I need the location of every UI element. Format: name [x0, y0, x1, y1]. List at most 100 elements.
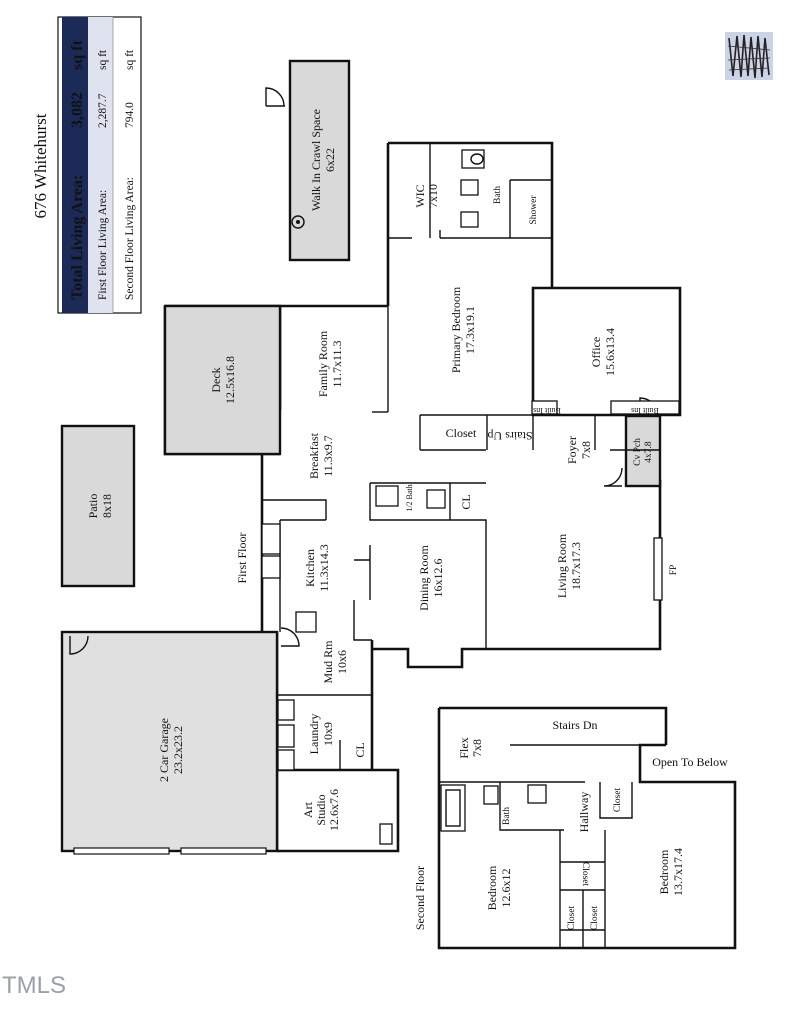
- cl1-name: CL: [459, 494, 473, 509]
- breakfast-dim: 11.3x9.7: [321, 435, 335, 477]
- built-ins-label: Built Ins: [631, 406, 659, 415]
- fireplace-icon: [653, 537, 663, 601]
- office-dim: 15.6x13.4: [603, 328, 617, 376]
- closet-c-name: Closet: [567, 906, 577, 931]
- open-to-below-label: Open To Below: [652, 755, 728, 769]
- bath2-name: Bath: [502, 807, 512, 825]
- wic-dim: 7x10: [426, 184, 440, 208]
- property-address: 676 Whitehurst: [31, 113, 50, 218]
- foyer-name: Foyer: [565, 436, 579, 464]
- first-floor-label: First Floor: [235, 532, 249, 583]
- laundry-name: Laundry: [307, 714, 321, 755]
- toilet-icon: [461, 149, 485, 169]
- sink-icon: [261, 523, 281, 555]
- foyer-dim: 7x8: [579, 441, 593, 459]
- garage-door-right: [180, 847, 267, 855]
- half-bath-name: 1/2 Bath: [405, 484, 414, 511]
- first-floor-fixtures: [261, 149, 680, 845]
- first-floor-area-value: 2,287.7: [97, 93, 109, 128]
- bath-name: Bath: [493, 186, 503, 204]
- crawl-dim: 6x22: [323, 148, 337, 172]
- kitchen-dim: 11.3x14.3: [317, 544, 331, 592]
- second-floor-area-value: 794.0: [124, 102, 136, 128]
- family-room-dim: 11.7x11.3: [330, 340, 344, 387]
- stairs-dn-label: Stairs Dn: [553, 718, 598, 732]
- bathtub-icon: [440, 784, 466, 832]
- shower-name: Shower: [529, 195, 539, 225]
- sink-icon: [460, 211, 479, 228]
- laundry-dim: 10x9: [321, 722, 335, 746]
- area-legend: Total Living Area: 3,082 sq ft First Flo…: [31, 16, 142, 314]
- mls-logo: TMLS: [2, 972, 67, 999]
- family-room-name: Family Room: [316, 330, 330, 397]
- second-floor-label: Second Floor: [413, 866, 427, 930]
- legend-total-bar: [62, 17, 88, 313]
- hallway-label: Hallway: [577, 792, 591, 833]
- garage-area: [60, 630, 279, 853]
- bedroom2-dim: 13.7x17.4: [671, 848, 685, 896]
- built-ins-label: Built Ins: [533, 406, 561, 415]
- total-area-unit: sq ft: [69, 40, 86, 70]
- sink-icon: [527, 784, 547, 804]
- second-floor-area-unit: sq ft: [124, 49, 136, 70]
- sink-icon: [460, 179, 479, 196]
- closet-a-name: Closet: [613, 788, 623, 813]
- sink-icon: [426, 489, 446, 509]
- garage-name: 2 Car Garage: [157, 718, 171, 782]
- flex-dim: 7x8: [470, 739, 484, 757]
- patio-dim: 8x18: [100, 494, 114, 518]
- patio-name: Patio: [86, 494, 100, 519]
- cv-pch-dim: 4x7.8: [644, 441, 654, 463]
- first-floor-area-label: First Floor Living Area:: [97, 190, 109, 300]
- kitchen-name: Kitchen: [303, 549, 317, 587]
- primary-bedroom-dim: 17.3x19.1: [463, 306, 477, 354]
- fp-label: FP: [669, 565, 679, 576]
- cv-pch-box: [624, 414, 662, 488]
- sink-icon: [277, 749, 295, 771]
- crawl-space: Walk In Crawl Space 6x22: [265, 59, 351, 262]
- garage-dim: 23.2x23.2: [171, 726, 185, 774]
- office-name: Office: [589, 337, 603, 367]
- art-studio-name-b: Studio: [314, 794, 328, 825]
- washer-icon: [277, 699, 295, 721]
- second-floor-area-label: Second Floor Living Area:: [124, 177, 136, 300]
- bedroom2-name: Bedroom: [657, 849, 671, 894]
- stove-icon: [295, 611, 317, 633]
- toilet-icon: [375, 485, 399, 507]
- flex-name: Flex: [457, 737, 471, 758]
- legend-first-band: [88, 17, 113, 313]
- toilet-icon: [483, 785, 499, 805]
- living-room-name: Living Room: [555, 533, 569, 598]
- second-floor-walls: [437, 706, 737, 950]
- dining-room-name: Dining Room: [417, 544, 431, 610]
- wic-name: WIC: [413, 184, 427, 207]
- sink-icon: [261, 555, 281, 579]
- total-area-value: 3,082: [69, 92, 86, 128]
- closet-d-name: Closet: [590, 906, 600, 931]
- patio-area: [60, 424, 136, 588]
- deck-name: Deck: [209, 367, 223, 392]
- scribble-logo: [725, 32, 773, 80]
- dryer-icon: [277, 724, 295, 748]
- mud-room-dim: 10x6: [335, 650, 349, 674]
- crawl-name: Walk In Crawl Space: [309, 109, 323, 211]
- deck-dim: 12.5x16.8: [223, 356, 237, 404]
- art-studio-dim: 12.6x7.6: [327, 789, 341, 831]
- art-studio-name-a: Art: [301, 801, 315, 818]
- garage-door-left: [73, 847, 170, 855]
- living-room-dim: 18.7x17.3: [569, 542, 583, 590]
- bedroom1-name: Bedroom: [485, 865, 499, 910]
- dining-room-dim: 16x12.6: [431, 559, 445, 598]
- cv-pch-name: Cv Pch: [633, 438, 643, 466]
- cl2-name: CL: [353, 742, 367, 757]
- mud-room-name: Mud Rm: [321, 640, 335, 684]
- stairs-up-label: Stairs Up: [488, 429, 533, 443]
- bedroom1-dim: 12.6x12: [499, 869, 513, 908]
- closet-main-name: Closet: [446, 426, 477, 440]
- deck-area: [163, 304, 282, 456]
- primary-bedroom-name: Primary Bedroom: [449, 286, 463, 373]
- crawl-hatch-icon: [291, 215, 305, 229]
- total-area-label: Total Living Area:: [69, 175, 86, 300]
- closet-b-name: Closet: [580, 862, 590, 887]
